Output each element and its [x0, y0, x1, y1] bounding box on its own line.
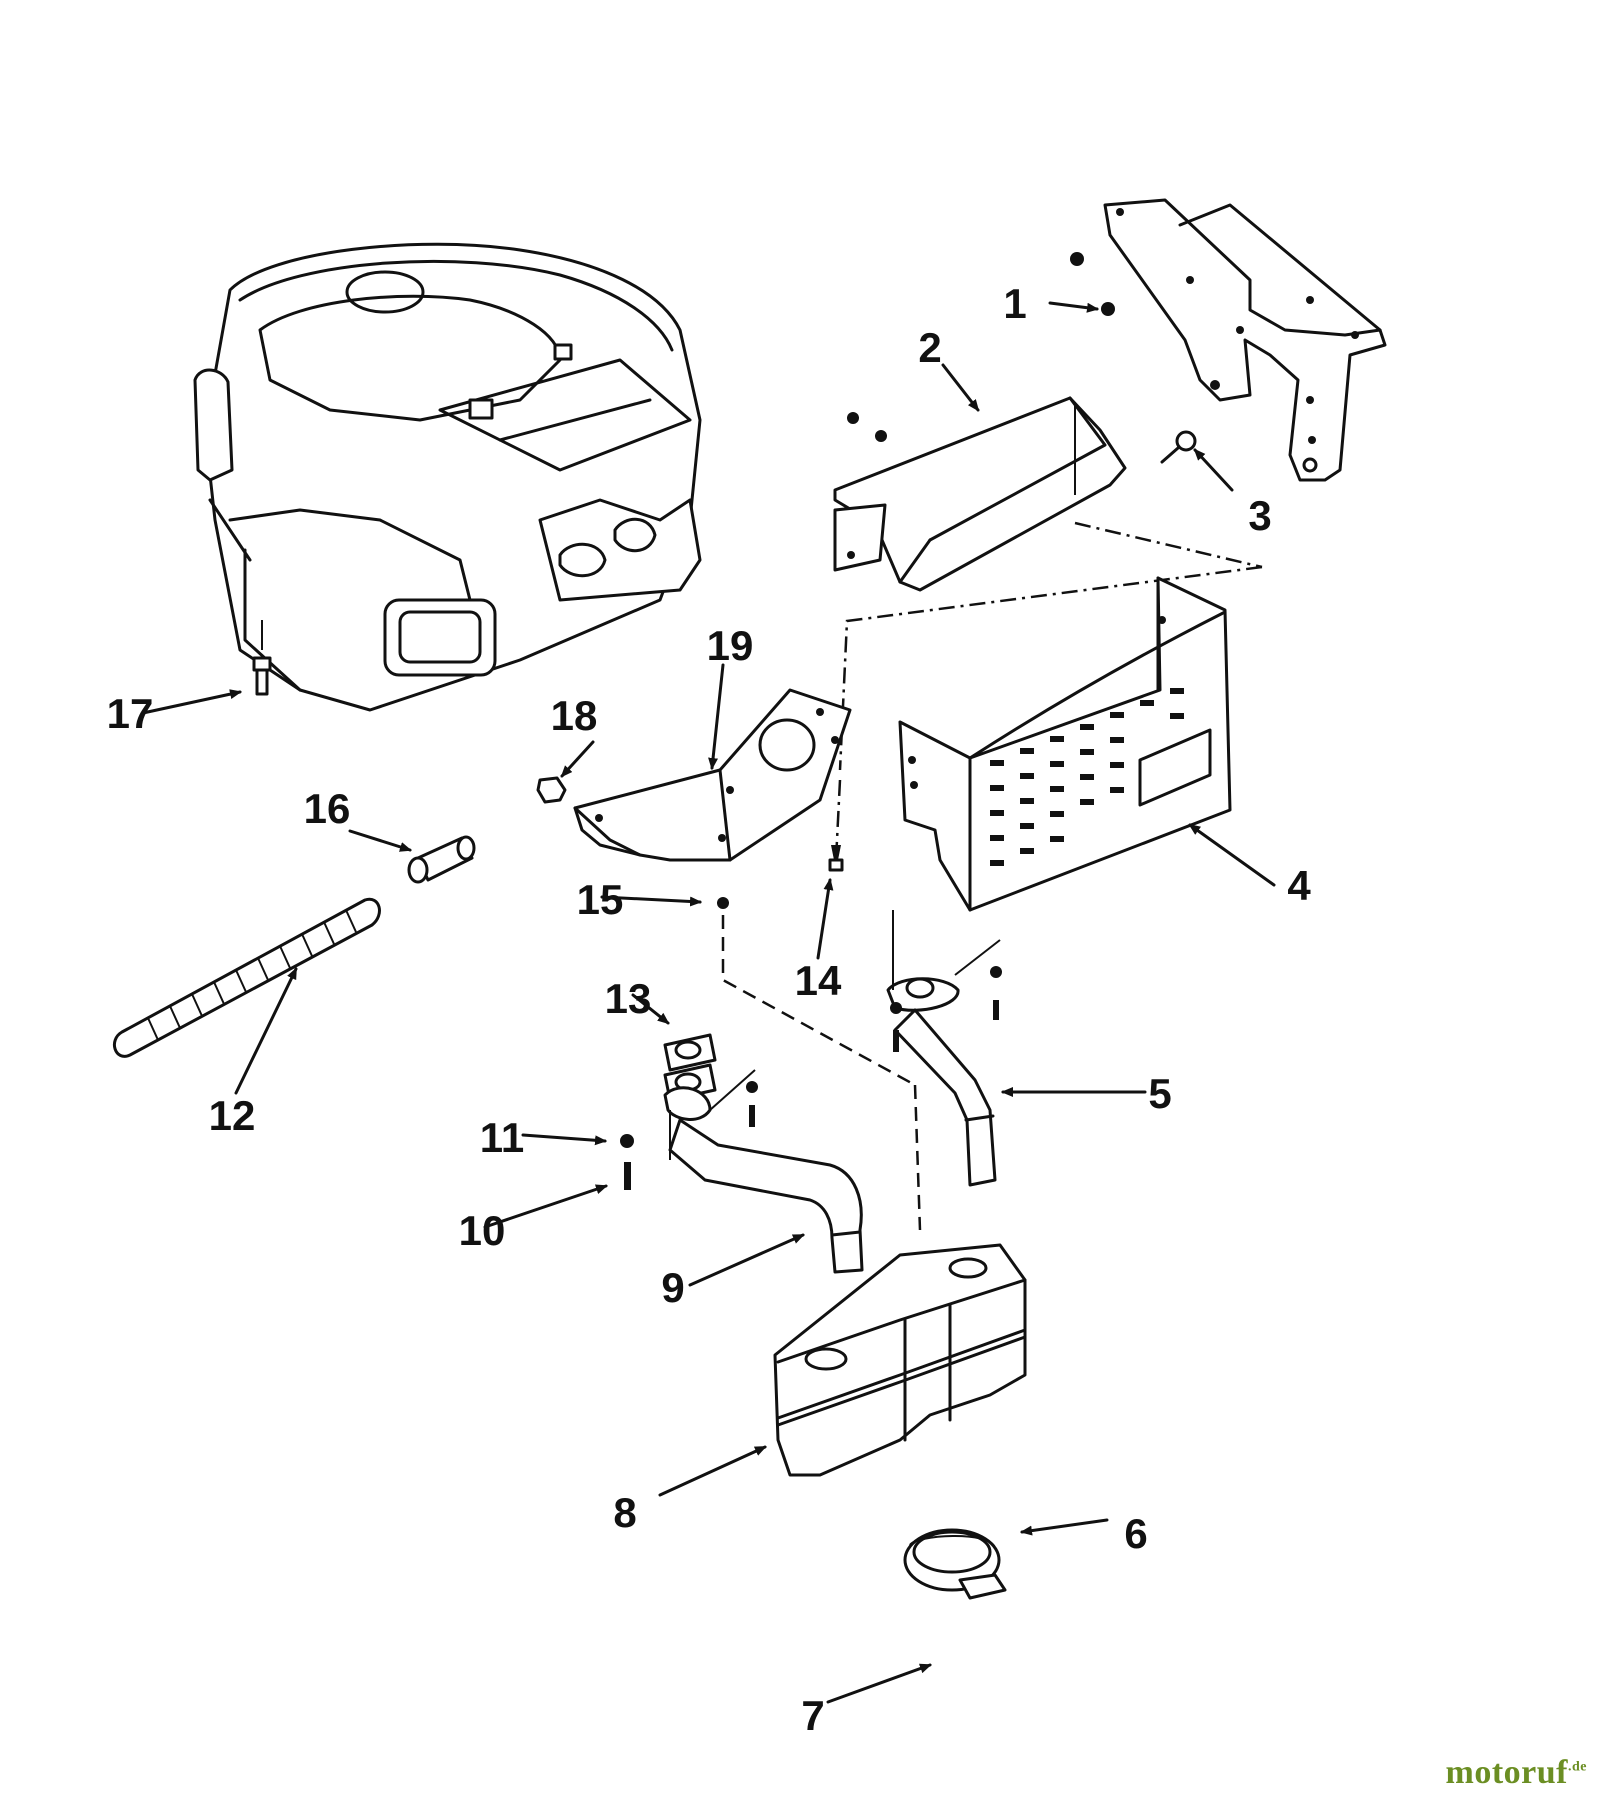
- watermark-tld: .de: [1568, 1759, 1587, 1775]
- callout-15: 15: [577, 876, 624, 923]
- bolt-3-drawing: [1160, 430, 1197, 464]
- callout-8: 8: [613, 1489, 636, 1536]
- nut-15-drawing: [717, 897, 729, 909]
- nut-18-drawing: [536, 776, 567, 804]
- muffler-guard-drawing: [898, 576, 1232, 912]
- callout-3: 3: [1248, 492, 1271, 539]
- callout-7: 7: [801, 1692, 824, 1739]
- muffler-drawing: [773, 1243, 1027, 1477]
- callout-13: 13: [605, 975, 652, 1022]
- spring-12-drawing: [112, 897, 381, 1058]
- watermark-name: motoruf: [1445, 1754, 1568, 1791]
- nut-2b-drawing: [875, 430, 887, 442]
- nut-11-drawing: [620, 1134, 634, 1148]
- callout-leaders: [141, 301, 1276, 1704]
- callout-14: 14: [795, 957, 842, 1004]
- callout-2: 2: [918, 324, 941, 371]
- callout-16: 16: [304, 785, 351, 832]
- callout-6: 6: [1124, 1510, 1147, 1557]
- clamp-drawing: [903, 1528, 1007, 1600]
- nut-1b-drawing: [1101, 302, 1115, 316]
- bolt-14-drawing: [828, 845, 844, 872]
- callout-19: 19: [707, 622, 754, 669]
- callout-12: 12: [209, 1092, 256, 1139]
- mounting-bracket-drawing: [1103, 198, 1387, 482]
- exhaust-pipe-right-drawing: [886, 910, 1002, 1187]
- nut-2a-drawing: [847, 412, 859, 424]
- callout-labels: 1 2 3 4 5 6 7 8 9 10 11 12 13 14 15 16 1…: [107, 280, 1312, 1739]
- nut-1a-drawing: [1070, 252, 1084, 266]
- callout-9: 9: [661, 1264, 684, 1311]
- callout-11: 11: [480, 1114, 524, 1161]
- heat-shield-drawing: [833, 396, 1127, 592]
- bolt-17-drawing: [252, 656, 272, 696]
- engine-drawing: [193, 242, 702, 712]
- bolt-10-drawing: [624, 1162, 631, 1190]
- exhaust-pipe-left-drawing: [663, 1069, 864, 1274]
- callout-4: 4: [1287, 862, 1311, 909]
- callout-5: 5: [1148, 1070, 1171, 1117]
- callout-17: 17: [107, 690, 154, 737]
- callout-1: 1: [1003, 280, 1026, 327]
- coupler-16-drawing: [407, 835, 476, 884]
- callout-10: 10: [459, 1207, 506, 1254]
- support-bracket-drawing: [573, 688, 852, 862]
- callout-18: 18: [551, 692, 598, 739]
- watermark-logo: motoruf.de: [1446, 1754, 1587, 1792]
